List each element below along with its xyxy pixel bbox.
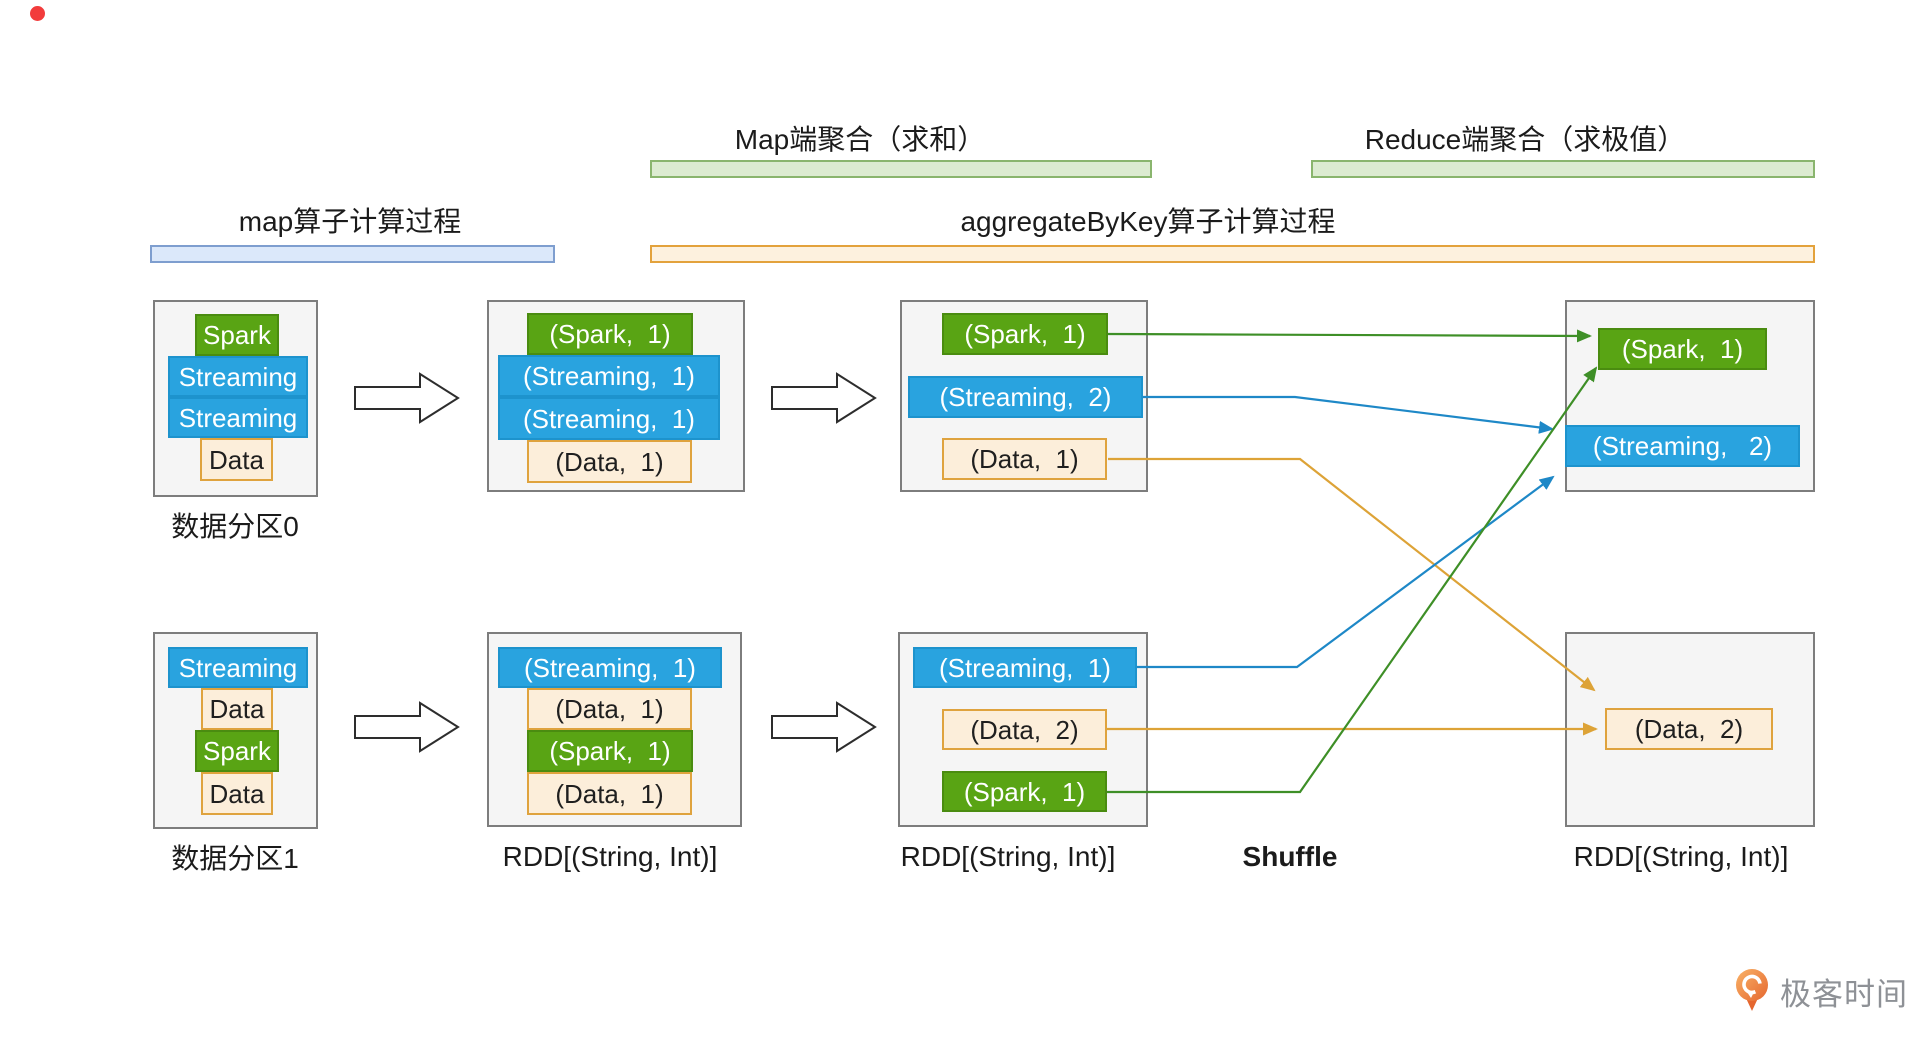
map-step-arrow-p1: [354, 701, 460, 753]
pair-box-data-1: (Data, 1): [527, 772, 692, 815]
map-step-arrow-p0: [354, 372, 460, 424]
reduce-aggregation-span-bar: [1311, 160, 1815, 178]
word-box-streaming: Streaming: [168, 356, 308, 397]
aggregate-operator-span-bar: [650, 245, 1815, 263]
map-aggregation-title: Map端聚合（求和）: [734, 124, 986, 155]
aggregate-operator-title: aggregateByKey算子计算过程: [960, 206, 1336, 237]
word-box-streaming: Streaming: [168, 647, 308, 688]
agg-step-arrow-p0: [771, 372, 877, 424]
pair-box-streaming-1: (Streaming, 1): [498, 397, 720, 440]
word-box-data: Data: [201, 772, 273, 815]
shuffle-arrow-spark-p0: [1107, 329, 1592, 343]
shuffle-arrow-spark-p1: [1107, 366, 1598, 794]
pair-box-streaming-2: (Streaming, 2): [1565, 425, 1800, 467]
pair-box-data-1: (Data, 1): [527, 688, 692, 730]
map-operator-title: map算子计算过程: [238, 206, 462, 237]
pair-box-streaming-2: (Streaming, 2): [908, 376, 1143, 418]
agg-step-arrow-p1: [771, 701, 877, 753]
partition0-label: 数据分区0: [171, 511, 299, 542]
word-box-data: Data: [201, 688, 273, 730]
map-aggregation-span-bar: [650, 160, 1152, 178]
shuffle-arrow-streaming-p1: [1137, 475, 1555, 669]
pair-box-spark-1: (Spark, 1): [527, 313, 693, 355]
pair-box-data-2: (Data, 2): [1605, 708, 1773, 750]
reduce-side-rdd-label: RDD[(String, Int)]: [1573, 841, 1789, 872]
word-box-spark: Spark: [195, 314, 279, 356]
pair-box-streaming-1: (Streaming, 1): [498, 647, 722, 688]
pair-box-data-1: (Data, 1): [527, 440, 692, 483]
geektime-logo-text: 极客时间: [1780, 976, 1908, 1012]
reduce-aggregation-title: Reduce端聚合（求极值）: [1364, 124, 1686, 155]
pair-box-spark-1: (Spark, 1): [942, 771, 1107, 812]
word-box-data: Data: [200, 438, 273, 481]
shuffle-arrow-streaming-p0: [1143, 395, 1554, 434]
map-output-rdd-label: RDD[(String, Int)]: [502, 841, 718, 872]
pair-box-spark-1: (Spark, 1): [1598, 328, 1767, 370]
pair-box-spark-1: (Spark, 1): [527, 730, 693, 772]
pair-box-streaming-1: (Streaming, 1): [498, 355, 720, 397]
pair-box-spark-1: (Spark, 1): [942, 313, 1108, 355]
pair-box-streaming-1: (Streaming, 1): [913, 647, 1137, 688]
partition1-label: 数据分区1: [171, 843, 299, 874]
map-operator-span-bar: [150, 245, 555, 263]
shuffle-label: Shuffle: [1242, 841, 1338, 872]
map-side-agg-rdd-label: RDD[(String, Int)]: [900, 841, 1116, 872]
pair-box-data-2: (Data, 2): [942, 709, 1107, 750]
word-box-streaming: Streaming: [168, 397, 308, 438]
geektime-logo: 极客时间: [1733, 968, 1908, 1014]
shuffle-arrow-data-p0: [1108, 457, 1596, 692]
red-dot-indicator: [30, 6, 45, 21]
pair-box-data-1: (Data, 1): [942, 438, 1107, 480]
word-box-spark: Spark: [195, 730, 279, 772]
geektime-logo-icon: [1736, 969, 1768, 1011]
